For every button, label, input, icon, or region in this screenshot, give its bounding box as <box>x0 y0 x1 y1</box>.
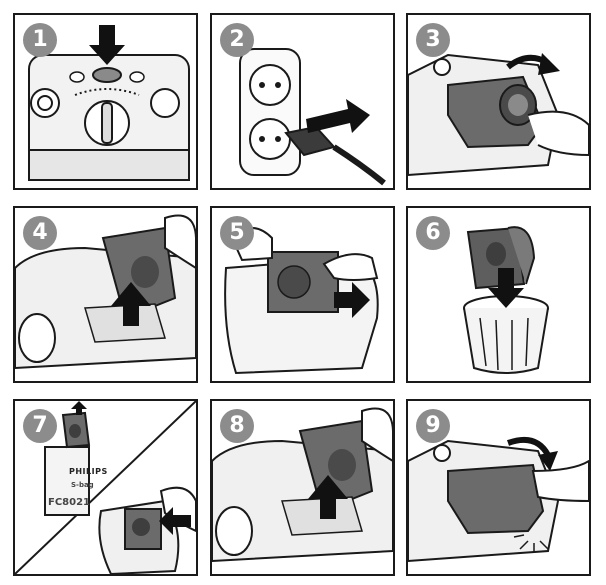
package-label-text: S-bag <box>71 481 94 489</box>
step-5-panel: 5 <box>210 206 395 383</box>
step-5-badge: 5 <box>220 216 254 250</box>
step-9-badge: 9 <box>416 409 450 443</box>
step-6-panel: 6 <box>406 206 591 383</box>
step-8-panel: 8 <box>210 399 395 576</box>
step-8-badge: 8 <box>220 409 254 443</box>
step-7-panel: 7 PHILIPS FC8021 S-bag <box>13 399 198 576</box>
step-6-badge: 6 <box>416 216 450 250</box>
step-4-badge: 4 <box>23 216 57 250</box>
package-code-text: FC8021 <box>48 497 90 508</box>
step-1-panel: 1 <box>13 13 198 190</box>
step-3-badge: 3 <box>416 23 450 57</box>
step-9-panel: 9 <box>406 399 591 576</box>
package-brand-text: PHILIPS <box>69 467 108 476</box>
step-2-panel: 2 <box>210 13 395 190</box>
step-1-badge: 1 <box>23 23 57 57</box>
step-3-panel: 3 <box>406 13 591 190</box>
step-2-badge: 2 <box>220 23 254 57</box>
step-4-panel: 4 <box>13 206 198 383</box>
step-7-badge: 7 <box>23 409 57 443</box>
